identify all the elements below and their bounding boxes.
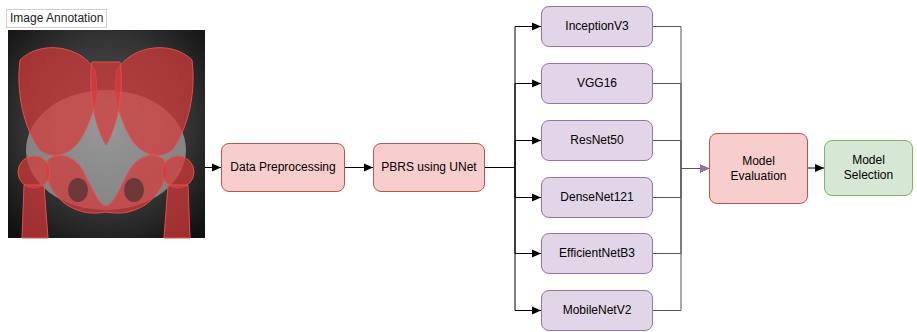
model-box: MobileNetV2 bbox=[541, 290, 653, 331]
flow-arrow bbox=[653, 84, 709, 169]
box-label: Model Selection bbox=[831, 153, 906, 183]
model-box: EfficientNetB3 bbox=[541, 233, 653, 274]
image-node: Image Annotation bbox=[8, 30, 205, 238]
box-label: MobileNetV2 bbox=[563, 303, 632, 318]
box-label: Data Preprocessing bbox=[230, 160, 335, 175]
flow-arrow bbox=[345, 167, 373, 168]
flow-arrow bbox=[485, 27, 541, 168]
flow-arrow bbox=[653, 169, 709, 311]
flow-arrow bbox=[485, 141, 541, 168]
model-box: ResNet50 bbox=[541, 120, 653, 161]
box-label: InceptionV3 bbox=[565, 19, 628, 34]
flow-arrow bbox=[653, 27, 709, 169]
model-box: VGG16 bbox=[541, 63, 653, 104]
model-box: DenseNet121 bbox=[541, 177, 653, 218]
flow-arrow bbox=[205, 167, 221, 168]
box-label: DenseNet121 bbox=[560, 190, 633, 205]
flow-arrow bbox=[485, 168, 541, 254]
flow-arrow bbox=[485, 84, 541, 168]
model-box: InceptionV3 bbox=[541, 6, 653, 47]
xray-background bbox=[8, 30, 205, 238]
box-label: VGG16 bbox=[577, 76, 617, 91]
process-box: Model Evaluation bbox=[709, 133, 808, 204]
process-box: Data Preprocessing bbox=[221, 143, 345, 192]
flow-arrow bbox=[485, 168, 541, 198]
image-heading: Image Annotation bbox=[6, 9, 107, 28]
box-label: EfficientNetB3 bbox=[559, 246, 635, 261]
box-label: PBRS using UNet bbox=[381, 160, 476, 175]
obturator-holes bbox=[68, 178, 144, 202]
flow-arrow bbox=[485, 168, 541, 311]
box-label: ResNet50 bbox=[570, 133, 623, 148]
pelvis-mask bbox=[18, 48, 194, 238]
result-box: Model Selection bbox=[824, 140, 913, 196]
flow-arrow bbox=[653, 141, 709, 169]
box-label: Model Evaluation bbox=[716, 154, 801, 184]
flow-arrow bbox=[808, 168, 824, 169]
process-box: PBRS using UNet bbox=[373, 143, 485, 192]
